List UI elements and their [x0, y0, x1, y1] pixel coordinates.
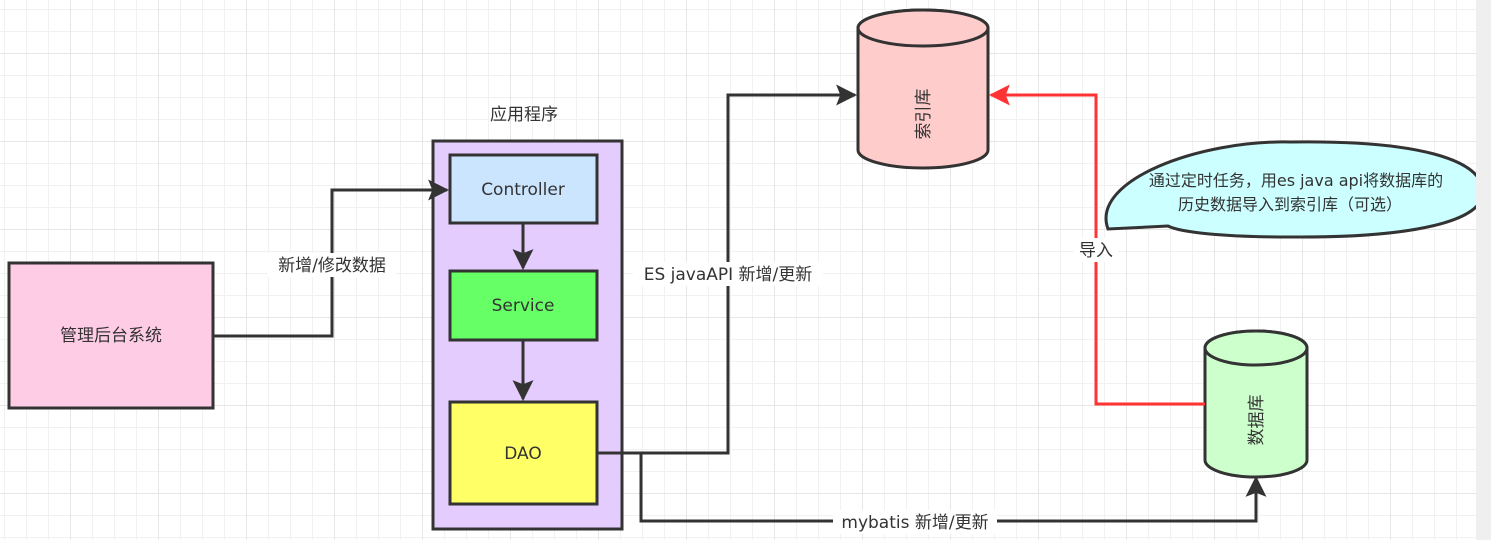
database-label: 数据库: [1247, 395, 1267, 446]
service-label: Service: [492, 296, 555, 316]
edge-dao-to-index-label: ES javaAPI 新增/更新: [644, 265, 813, 285]
edge-label-bg: [633, 262, 823, 286]
edge-admin-to-controller-label: 新增/修改数据: [278, 256, 386, 276]
callout-line-1: 通过定时任务，用es java api将数据库的: [1149, 171, 1443, 190]
dao-box[interactable]: [448, 400, 599, 506]
index-db-cylinder-top: [856, 8, 990, 48]
edge-label-bg: [1074, 238, 1118, 262]
edge-label-bg: [268, 253, 396, 277]
admin-system-box[interactable]: [7, 261, 215, 410]
edge-database-to-index-label: 导入: [1079, 241, 1113, 261]
controller-label: Controller: [481, 180, 565, 200]
controller-box[interactable]: [448, 153, 599, 225]
admin-system-label: 管理后台系统: [60, 326, 162, 346]
dao-label: DAO: [504, 444, 542, 464]
callout-bubble[interactable]: [1104, 140, 1476, 239]
scrollbar-track[interactable]: [1476, 0, 1491, 540]
node-admin-system[interactable]: 管理后台系统: [7, 261, 215, 410]
node-service[interactable]: Service: [448, 269, 599, 342]
edge-label-bg: [833, 510, 997, 534]
node-controller[interactable]: Controller: [448, 153, 599, 225]
edge-admin-to-controller[interactable]: 新增/修改数据: [213, 179, 450, 338]
node-dao[interactable]: DAO: [448, 400, 599, 506]
edge-dao-to-index[interactable]: ES javaAPI 新增/更新: [597, 84, 858, 455]
callout-line-2: 历史数据导入到索引库（可选）: [1178, 195, 1402, 214]
index-db-label: 索引库: [914, 89, 934, 140]
node-index-db[interactable]: 索引库: [856, 8, 990, 170]
edge-database-to-index[interactable]: 导入: [988, 84, 1205, 406]
edge-dao-to-database-line[interactable]: [597, 451, 1267, 523]
edge-dao-to-database[interactable]: mybatis 新增/更新: [597, 451, 1267, 534]
app-container-title: 应用程序: [490, 105, 558, 125]
edge-dao-to-database-label: mybatis 新增/更新: [841, 513, 988, 533]
callout-note[interactable]: 通过定时任务，用es java api将数据库的 历史数据导入到索引库（可选）: [1104, 140, 1476, 239]
database-cylinder-top: [1203, 329, 1309, 367]
node-database[interactable]: 数据库: [1203, 329, 1309, 479]
